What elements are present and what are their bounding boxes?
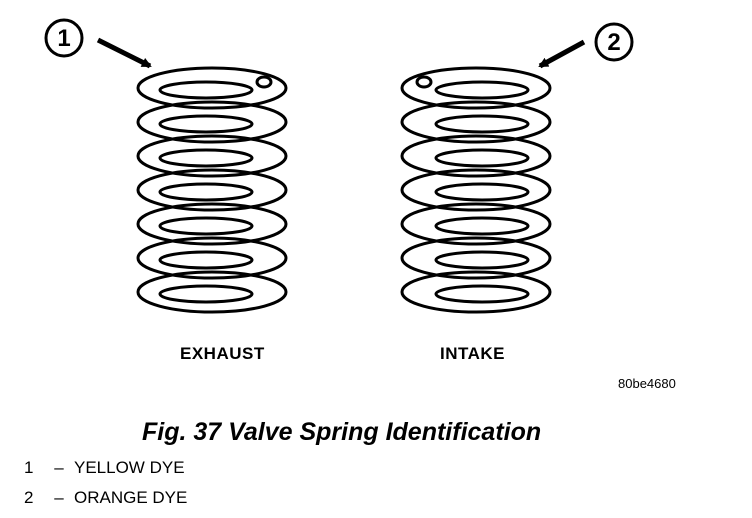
spring-coil-inner	[434, 250, 530, 270]
spring-coil	[136, 270, 288, 314]
spring-coil-inner	[434, 182, 530, 202]
spring-coil	[136, 236, 288, 280]
spring-coil	[400, 168, 552, 212]
legend-item: 1 –YELLOW DYE	[24, 458, 187, 488]
spring-coil-inner	[158, 284, 254, 304]
spring-coil	[400, 134, 552, 178]
spring-coil	[400, 100, 552, 144]
spring-coil-inner	[434, 216, 530, 236]
spring-coil-inner	[158, 80, 254, 100]
spring-coil	[136, 134, 288, 178]
spring-coil	[400, 66, 552, 110]
intake-label: INTAKE	[440, 344, 506, 363]
legend-text: YELLOW DYE	[74, 458, 185, 477]
legend-number: 1	[24, 458, 34, 477]
spring-coil-inner	[158, 216, 254, 236]
callout-2-number: 2	[607, 29, 620, 56]
spring-coil-inner	[158, 148, 254, 168]
spring-coil-inner	[434, 148, 530, 168]
spring-coil	[400, 202, 552, 246]
spring-wire-end	[415, 75, 433, 89]
legend-item: 2 –ORANGE DYE	[24, 488, 187, 518]
callout-1-number: 1	[57, 25, 70, 52]
spring-coil-inner	[434, 284, 530, 304]
spring-coil-inner	[434, 114, 530, 134]
spring-coil-inner	[158, 250, 254, 270]
spring-coil	[400, 270, 552, 314]
intake-spring	[400, 66, 552, 314]
spring-coil	[136, 168, 288, 212]
exhaust-label: EXHAUST	[180, 344, 265, 363]
spring-coil	[400, 236, 552, 280]
spring-coil	[136, 66, 288, 110]
spring-coil-inner	[158, 182, 254, 202]
legend-number: 2	[24, 488, 34, 507]
callout-1: 1	[44, 18, 152, 69]
spring-coil	[136, 202, 288, 246]
spring-wire-end	[255, 75, 273, 89]
spring-coil-inner	[434, 80, 530, 100]
art-code: 80be4680	[618, 376, 676, 391]
spring-coil-inner	[158, 114, 254, 134]
callout-2: 2	[538, 22, 634, 69]
legend-text: ORANGE DYE	[74, 488, 188, 507]
spring-coil	[136, 100, 288, 144]
legend-dash: –	[54, 488, 64, 507]
valve-spring-illustration: 1 2	[44, 18, 634, 314]
legend-dash: –	[54, 458, 64, 477]
legend: 1 –YELLOW DYE 2 –ORANGE DYE	[24, 458, 187, 518]
figure-caption: Fig. 37 Valve Spring Identification	[142, 418, 542, 446]
exhaust-spring	[136, 66, 288, 314]
